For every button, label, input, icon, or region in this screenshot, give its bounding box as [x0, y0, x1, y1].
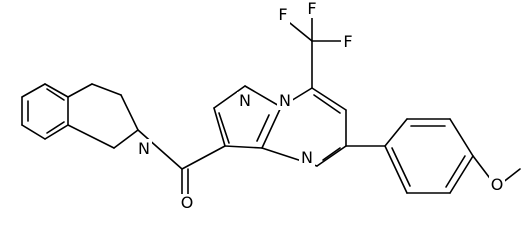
- atom-label-n: N: [279, 91, 291, 110]
- bond: [213, 85, 246, 109]
- atom-label-o: O: [181, 193, 194, 212]
- bond: [384, 118, 408, 147]
- bond: [213, 107, 226, 147]
- bond: [256, 114, 270, 142]
- atom-label-f: F: [307, 0, 316, 18]
- atom-background: [305, 0, 319, 18]
- bond: [449, 155, 474, 194]
- atom-label-n: N: [138, 139, 150, 158]
- atom-label-n: N: [239, 91, 251, 110]
- atom-background: [489, 176, 505, 194]
- atom-label-n: N: [301, 148, 313, 167]
- bond-layer: [21, 15, 521, 195]
- bond: [46, 121, 65, 134]
- atom-label-o: O: [491, 175, 504, 194]
- bond: [44, 83, 69, 98]
- bond: [472, 155, 493, 182]
- atom-background: [277, 92, 293, 110]
- atom-background: [237, 92, 253, 110]
- atom-background: [179, 194, 195, 212]
- bond: [21, 83, 46, 98]
- bond: [384, 145, 408, 194]
- bond: [44, 124, 69, 140]
- bond: [316, 145, 347, 167]
- molecule-structure: N O N N N O F F F: [21, 0, 521, 212]
- atom-background: [136, 139, 152, 157]
- bond: [137, 129, 183, 170]
- bond: [244, 85, 282, 108]
- bond: [120, 94, 139, 131]
- atom-label-f: F: [278, 5, 287, 24]
- bond: [391, 147, 411, 187]
- bond: [67, 124, 115, 149]
- bond: [67, 83, 93, 98]
- bond: [218, 112, 230, 144]
- atom-label-f: F: [343, 32, 352, 51]
- bond: [313, 94, 341, 114]
- bond: [311, 87, 347, 111]
- bond: [261, 106, 282, 149]
- atom-background: [276, 6, 290, 24]
- atom-background: [341, 33, 355, 51]
- bond: [322, 147, 341, 161]
- bond: [445, 155, 466, 188]
- bond: [181, 145, 226, 170]
- bond: [46, 88, 65, 101]
- bond: [224, 145, 263, 149]
- bond: [113, 129, 139, 149]
- atom-background: [299, 149, 315, 167]
- bond: [21, 124, 46, 140]
- bond: [449, 118, 474, 157]
- atom-label-layer: N O N N N O F F F: [136, 0, 505, 212]
- bond: [91, 83, 122, 96]
